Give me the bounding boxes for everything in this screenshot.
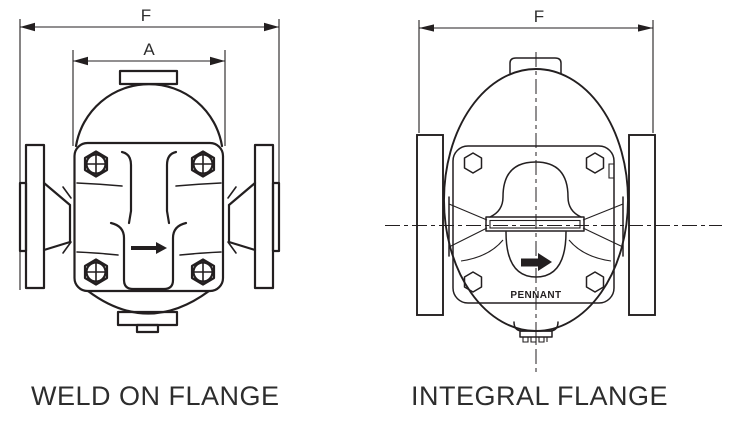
top-cap (509, 57, 562, 74)
upper-strip-line (76, 182, 222, 187)
dim-label-f: F (141, 6, 151, 25)
arrowhead-icon (20, 22, 35, 32)
dim-label-a: A (143, 40, 155, 59)
outlet-cone (227, 181, 257, 252)
plug-serration (522, 337, 548, 343)
cover-plate (73, 141, 225, 293)
hex-bolt-icon (463, 271, 483, 293)
flow-arrow-icon (131, 242, 167, 254)
flow-arrow-icon (521, 253, 552, 271)
center-bell (489, 161, 582, 218)
dimension-a-left: A (72, 40, 226, 146)
integral-flange-figure: F PENNA (385, 7, 722, 411)
hex-bolt-icon (83, 258, 109, 286)
left-weld-flange (18, 143, 72, 290)
bimetal-plate-inner (489, 219, 581, 229)
figure-caption-integral: INTEGRAL FLANGE (411, 381, 668, 411)
bimetal-plate-bar (485, 216, 585, 232)
dim-label-f: F (534, 7, 544, 26)
trap-body-left (62, 69, 237, 334)
arrowhead-icon (638, 24, 653, 32)
brand-marking: PENNANT (510, 290, 561, 301)
lower-pocket (505, 231, 567, 278)
cover-plate (452, 145, 615, 304)
right-flank-lines (227, 186, 237, 254)
hex-bolt-icon (585, 152, 605, 174)
cover-notch (608, 163, 614, 179)
lower-strip-line (76, 251, 222, 256)
left-flank-lines (62, 186, 72, 254)
upper-channel-right-wall (165, 150, 178, 225)
figure-caption-weld-on: WELD ON FLANGE (31, 381, 280, 411)
inlet-taper-lines (448, 203, 624, 248)
hex-bolt-icon (83, 150, 109, 178)
skirt-lines (460, 239, 612, 262)
hex-bolt-icon (463, 152, 483, 174)
hex-bolt-icon (190, 258, 216, 286)
top-nameplate-tab (118, 69, 179, 86)
lower-channel (109, 221, 188, 291)
left-integral-flange (416, 134, 444, 316)
arrowhead-icon (210, 56, 225, 66)
lower-dome (86, 289, 211, 315)
upper-channel-left-wall (120, 150, 133, 225)
flange-hub-lines (448, 196, 624, 257)
inlet-cone (42, 181, 72, 252)
flange-plate (24, 143, 46, 290)
arrowhead-icon (264, 22, 279, 32)
right-integral-flange (628, 134, 656, 316)
upper-dome (74, 83, 224, 148)
hex-bolt-icon (585, 271, 605, 293)
dimension-f-right: F (418, 7, 654, 133)
flange-plate (253, 143, 275, 290)
weld-on-flange-figure: F A (18, 6, 281, 411)
arrowhead-icon (419, 24, 434, 32)
arrowhead-icon (73, 56, 88, 66)
hex-bolt-icon (190, 150, 216, 178)
trap-body-right (443, 57, 629, 343)
right-weld-flange (227, 143, 281, 290)
drain-plug (135, 323, 160, 334)
